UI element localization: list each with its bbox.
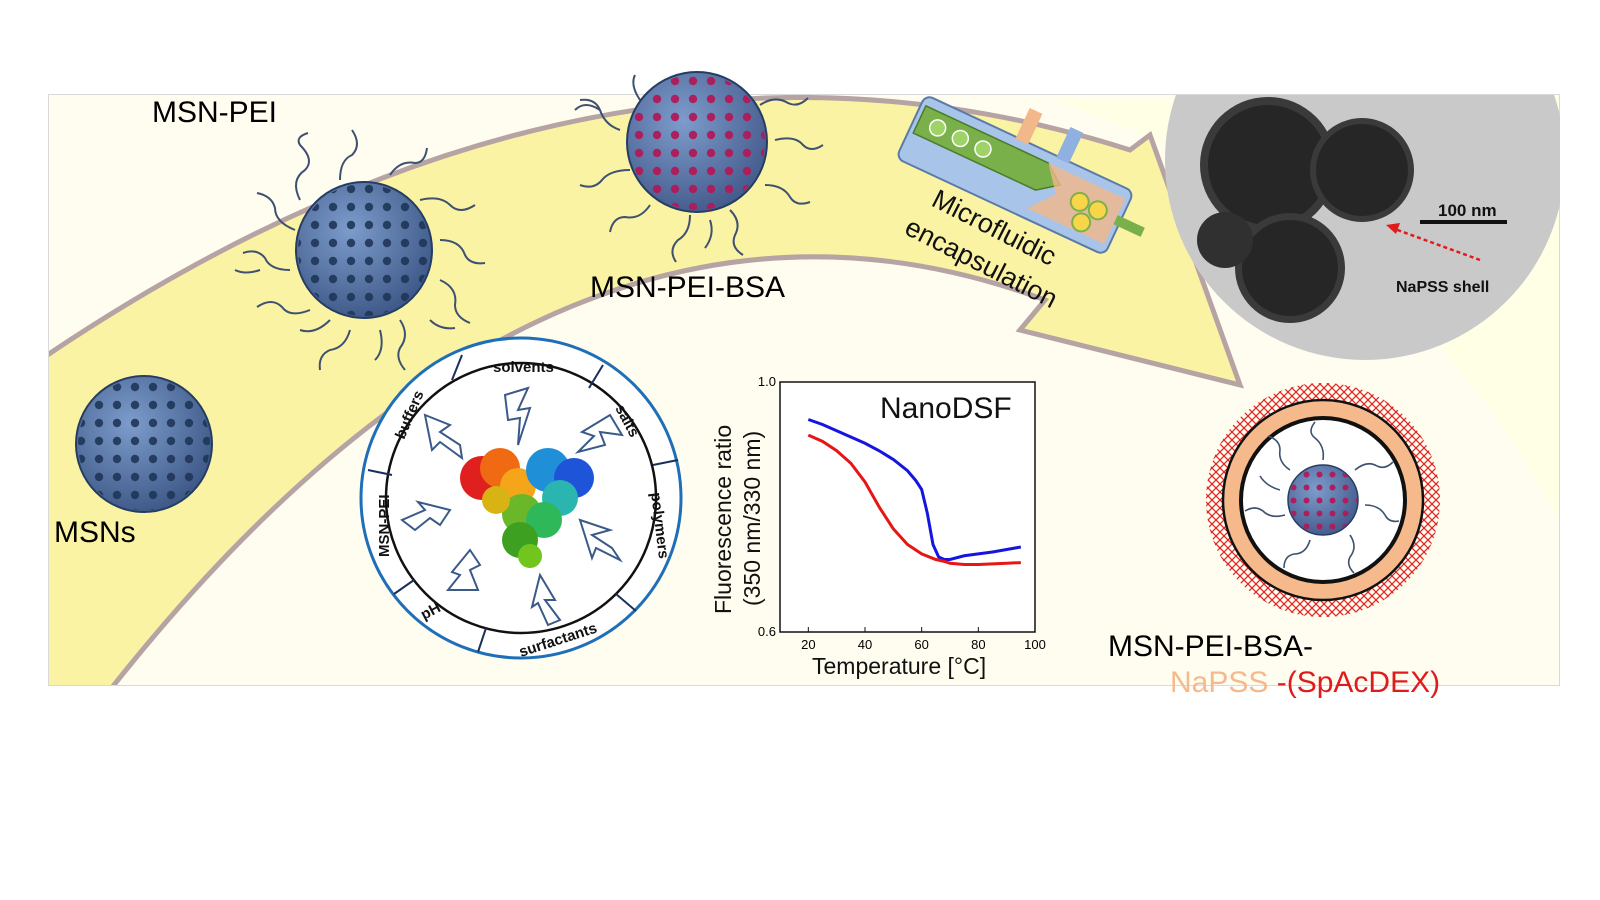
encapsulated-particle — [1206, 383, 1440, 617]
y-tick-label: 1.0 — [758, 374, 776, 389]
msn-pei-particle — [234, 129, 486, 371]
x-axis-label: Temperature [°C] — [812, 653, 986, 679]
x-tick-label: 60 — [914, 637, 928, 652]
x-tick-label: 20 — [801, 637, 815, 652]
y-axis-label-line1: Fluorescence ratio — [710, 425, 736, 614]
lightning-bolt-icons — [400, 386, 624, 627]
shell-label: NaPSS shell — [1396, 279, 1489, 296]
label-msn-pei-bsa: MSN-PEI-BSA — [590, 271, 786, 304]
protein-structure — [460, 448, 594, 568]
x-tick-label: 80 — [971, 637, 985, 652]
msn-particle — [75, 375, 213, 513]
label-final-line2: NaPSS -(SpAcDEX) — [1170, 666, 1440, 700]
tem-micrograph: 100 nm NaPSS shell — [1165, 95, 1560, 360]
series-line-1 — [807, 418, 1022, 561]
x-tick-label: 100 — [1024, 637, 1046, 652]
series-line-2 — [807, 433, 1021, 566]
label-msn-pei: MSN-PEI — [152, 96, 278, 129]
microfluidic-device — [897, 96, 1145, 254]
label-final-line1: MSN-PEI-BSA- — [1108, 630, 1314, 663]
label-final-spacdex: -(SpAcDEX) — [1276, 666, 1441, 699]
x-tick-label: 40 — [858, 637, 872, 652]
wheel-segment-solvents: solvents — [493, 359, 554, 376]
msn-pei-bsa-particle — [574, 71, 824, 263]
y-axis-label-line2: (350 nm/330 nm) — [739, 431, 765, 606]
label-final-napss: NaPSS — [1170, 666, 1269, 699]
label-msns: MSNs — [54, 516, 136, 549]
y-tick-label: 0.6 — [758, 624, 776, 639]
wheel-segment-msn-pei: MSN-PEI — [376, 494, 393, 557]
chart-title: NanoDSF — [880, 392, 1012, 425]
scale-bar-label: 100 nm — [1438, 201, 1497, 220]
